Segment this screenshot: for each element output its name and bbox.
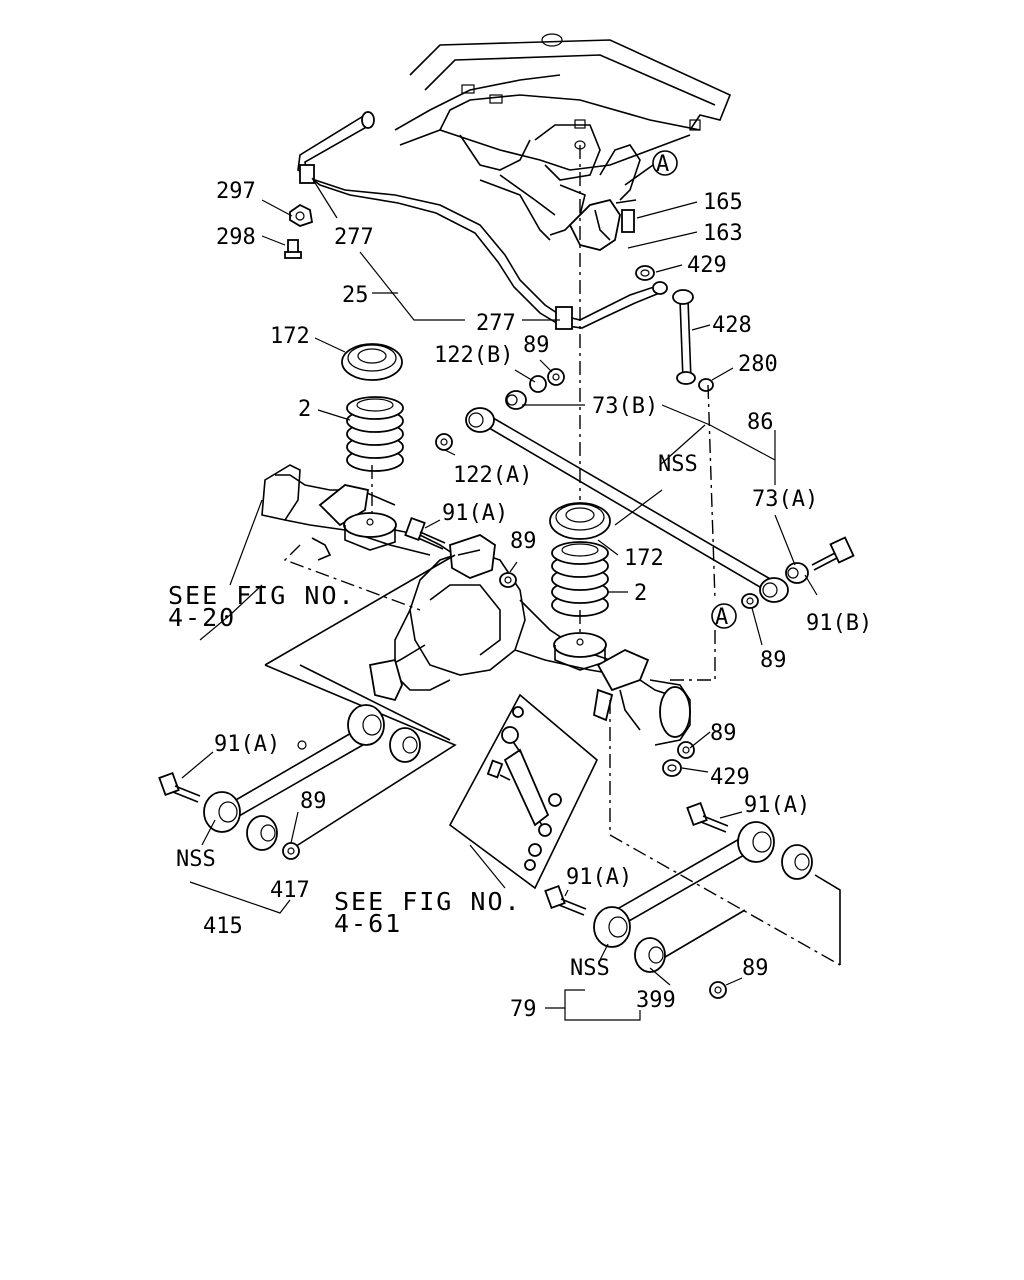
label-429-top: 429 [687,253,727,278]
label-172-lower: 172 [624,546,664,571]
label-79: 79 [510,997,537,1022]
marker-a-top-text: A [656,152,669,177]
label-nss-left: NSS [176,847,216,872]
label-89-right: 89 [760,648,787,673]
see-fig-420-line1: SEE FIG NO. [168,581,356,610]
nut-89-right [741,593,759,609]
label-89-axle-right: 89 [710,721,737,746]
washer-122a [435,433,453,451]
lower-arm-79 [593,821,775,948]
label-399: 399 [636,988,676,1013]
spring-seat-172-right [549,502,611,540]
bolt-91a-left [158,771,201,803]
label-428: 428 [712,313,752,338]
label-73a: 73(A) [752,487,818,512]
marker-a-mid-text: A [715,605,728,630]
bolt-298 [284,239,302,259]
label-91a-axle: 91(A) [442,501,508,526]
see-fig-461-line2: 4-61 [334,909,402,938]
label-165: 165 [703,190,743,215]
label-429-bottom: 429 [710,765,750,790]
bolt-91b [811,536,855,571]
bushing-399-upper [781,844,813,880]
reference-marker-a-mid: A [711,603,737,630]
label-415: 415 [203,914,243,939]
shock-absorber-outline [448,693,598,890]
label-298: 298 [216,225,256,250]
figure-references: SEE FIG NO. 4-20 SEE FIG NO. 4-61 [168,581,522,938]
lower-arm-415 [203,704,385,833]
nut-280 [698,378,714,392]
bushing-399-lower [634,937,666,973]
shock-absorber [486,706,562,871]
stabilizer-link-428 [672,289,696,385]
label-172-upper: 172 [270,324,310,349]
nut-89-axle [499,572,517,588]
chassis-frame [394,33,732,241]
stabilizer-bracket [568,198,637,251]
bolt-91a-right-lower [544,884,587,916]
label-86: 86 [747,410,774,435]
bolt-91a-right-upper [686,801,729,833]
label-nss-rod: NSS [658,452,698,477]
coil-spring-2-left [346,396,404,472]
label-280: 280 [738,352,778,377]
nut-89-top [547,368,565,386]
nut-429-bottom [662,759,682,777]
label-163: 163 [703,221,743,246]
nut-89-axle-right [677,741,695,759]
label-89-top: 89 [523,333,550,358]
label-297: 297 [216,179,256,204]
washer-122b [529,375,547,393]
label-417: 417 [270,878,310,903]
label-89-left: 89 [300,789,327,814]
bushing-417-upper [389,727,421,763]
coil-spring-2-right [551,541,609,617]
label-25: 25 [342,283,369,308]
rear-axle-housing [261,464,691,746]
reference-marker-a-top: A [624,150,678,186]
nut-89-bottom [709,981,727,999]
label-277-lower: 277 [476,311,516,336]
label-2-lower: 2 [634,581,647,606]
label-122a: 122(A) [453,463,532,488]
spring-seat-172-left [341,343,403,381]
label-91a-right-upper: 91(A) [744,793,810,818]
label-277-upper: 277 [334,225,374,250]
bolt-91a-axle [404,516,446,550]
see-fig-420-line2: 4-20 [168,603,236,632]
bushing-73b [505,390,527,410]
label-nss-right: NSS [570,956,610,981]
label-91b: 91(B) [806,611,872,636]
bracket-297 [289,203,314,227]
see-fig-461-line1: SEE FIG NO. [334,887,522,916]
label-73b: 73(B) [592,394,658,419]
nut-429-top [635,265,655,281]
leader-lines [181,177,818,1021]
lateral-rod [465,407,789,603]
label-2-upper: 2 [298,397,311,422]
bushing-417-lower [246,815,278,851]
label-91a-right-lower: 91(A) [566,865,632,890]
callout-labels: 297 298 277 25 277 165 163 429 428 280 1… [176,179,872,1022]
label-91a-left: 91(A) [214,732,280,757]
label-89-bottom: 89 [742,956,769,981]
nut-89-left [282,842,300,860]
label-89-axle: 89 [510,529,537,554]
label-122b: 122(B) [434,343,513,368]
bushing-73a [785,562,809,584]
